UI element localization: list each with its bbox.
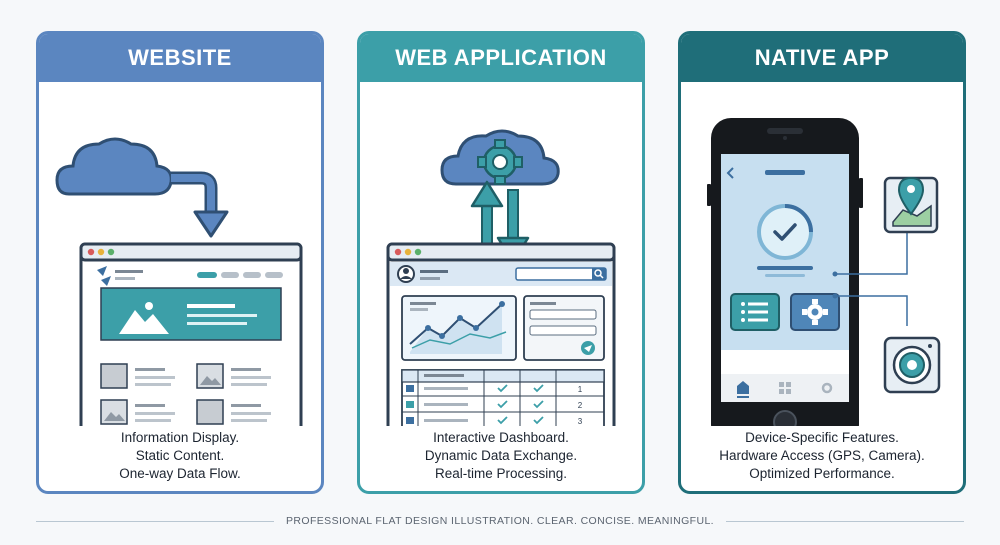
native-app-title: NATIVE APP: [681, 34, 963, 82]
check-icon: [757, 204, 813, 260]
web-application-illustration: 1 2 3: [386, 129, 616, 426]
list-icon: [730, 293, 780, 331]
caption-line: One-way Data Flow.: [119, 466, 241, 481]
website-illustration: [55, 137, 303, 426]
website-caption: Information Display. Static Content. One…: [39, 429, 321, 483]
home-icon: [737, 381, 749, 398]
footer-divider: [36, 520, 274, 522]
line-chart-icon: [409, 301, 507, 354]
footer-divider: [726, 520, 965, 522]
table-row-number: 3: [578, 417, 583, 426]
caption-line: Real-time Processing.: [434, 466, 568, 481]
location-pin-icon: [883, 176, 939, 234]
image-placeholder-icon: [119, 302, 169, 334]
camera-icon: [883, 336, 941, 394]
gear-icon: [790, 293, 840, 331]
caption-line: Information Display.: [120, 430, 240, 445]
footer: PROFESSIONAL FLAT DESIGN ILLUSTRATION. C…: [36, 514, 965, 528]
website-panel: WEBSITE: [36, 31, 324, 494]
web-application-title: WEB APPLICATION: [360, 34, 642, 82]
check-icon: [497, 384, 544, 425]
caption-line: Device-Specific Features.: [745, 430, 899, 445]
avatar-icon: [397, 265, 415, 283]
caption-line: Interactive Dashboard.: [433, 430, 569, 445]
caption-line: Hardware Access (GPS, Camera).: [719, 448, 925, 463]
caption-line: Static Content.: [135, 448, 225, 463]
search-icon: [592, 268, 606, 280]
web-application-panel: WEB APPLICATION: [357, 31, 645, 494]
up-arrow-icon: [470, 180, 504, 273]
caption-line: Optimized Performance.: [749, 466, 895, 481]
send-icon: [581, 341, 595, 355]
grid-icon: [779, 382, 791, 394]
gear-icon: [821, 382, 833, 394]
table-row-number: 2: [578, 401, 583, 410]
footer-text: PROFESSIONAL FLAT DESIGN ILLUSTRATION. C…: [286, 515, 715, 527]
table-row-number: 1: [578, 385, 583, 394]
cloud-icon: [55, 137, 173, 196]
caption-line: Dynamic Data Exchange.: [424, 448, 578, 463]
native-app-illustration: [707, 118, 941, 426]
down-arrow-icon: [171, 171, 229, 238]
browser-window-icon: [79, 242, 303, 426]
web-application-caption: Interactive Dashboard. Dynamic Data Exch…: [360, 429, 642, 483]
native-app-panel: NATIVE APP: [678, 31, 966, 494]
native-app-caption: Device-Specific Features. Hardware Acces…: [681, 429, 963, 483]
gear-icon: [477, 139, 523, 185]
website-title: WEBSITE: [39, 34, 321, 82]
